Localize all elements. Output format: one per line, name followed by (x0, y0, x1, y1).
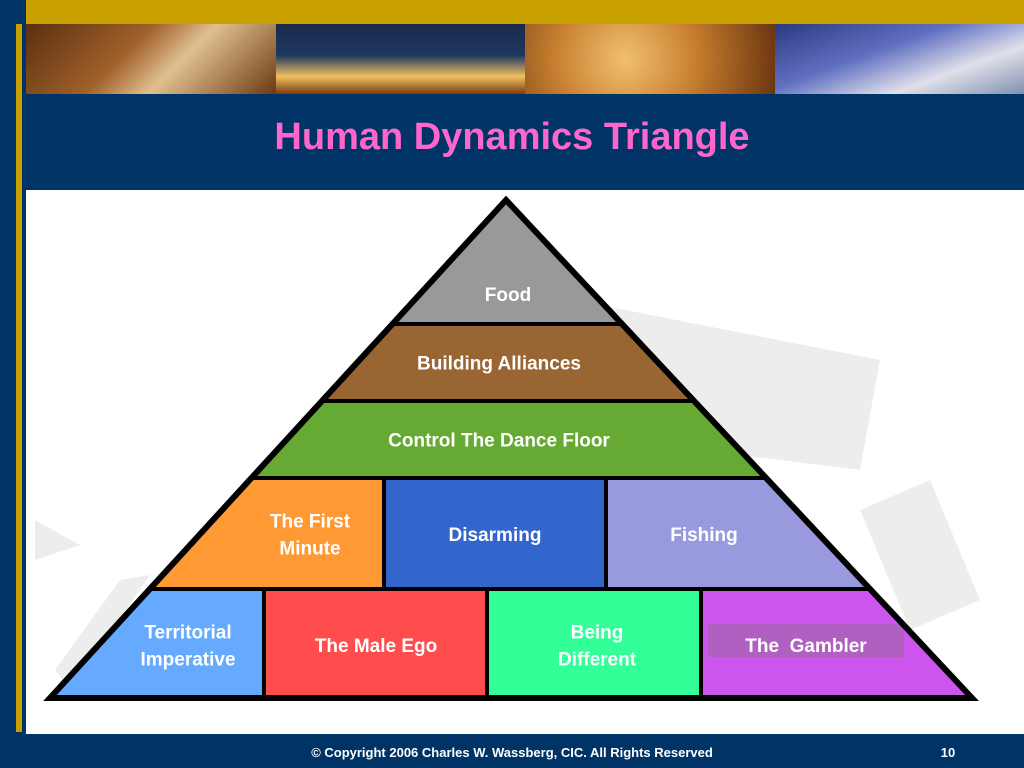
puzzle-photo (525, 24, 775, 94)
wall-street-newspaper-photo (774, 24, 1024, 94)
page-number: 10 (940, 745, 956, 760)
slide-title: Human Dynamics Triangle (274, 116, 750, 158)
cell-disarming-label: Disarming (449, 525, 542, 546)
cell-being-different-label: Being (571, 623, 624, 644)
header-photo-strip (26, 24, 1024, 94)
level-food-label: Food (485, 285, 531, 306)
cell-first-minute-label: Minute (279, 539, 340, 560)
gambler-label-highlight (708, 624, 904, 657)
level-building-alliances-label: Building Alliances (417, 354, 581, 375)
cell-first-minute (145, 476, 386, 591)
cell-first-minute-label: The First (270, 512, 351, 533)
cell-male-ego-label: The Male Ego (315, 636, 437, 657)
city-traffic-photo (275, 24, 525, 94)
chart-photo (26, 24, 276, 94)
background-watermark (35, 305, 980, 690)
copyright-text: © Copyright 2006 Charles W. Wassberg, CI… (311, 745, 713, 760)
cell-gambler-label: The Gambler (745, 636, 867, 657)
footer-band (26, 734, 1024, 768)
title-band (26, 94, 1024, 190)
cell-fishing-label: Fishing (670, 525, 738, 546)
pyramid-outline (43, 195, 979, 701)
cell-being-different-label: Different (558, 650, 637, 671)
level-control-dance-floor-label: Control The Dance Floor (388, 431, 610, 452)
cell-being-different (485, 587, 703, 700)
top-accent-bar (0, 0, 1024, 24)
cell-fishing (604, 476, 875, 591)
cell-territorial-imperative-label: Territorial (144, 623, 231, 644)
left-gold-stripe (16, 24, 22, 732)
cell-territorial-imperative-label: Imperative (140, 650, 235, 671)
